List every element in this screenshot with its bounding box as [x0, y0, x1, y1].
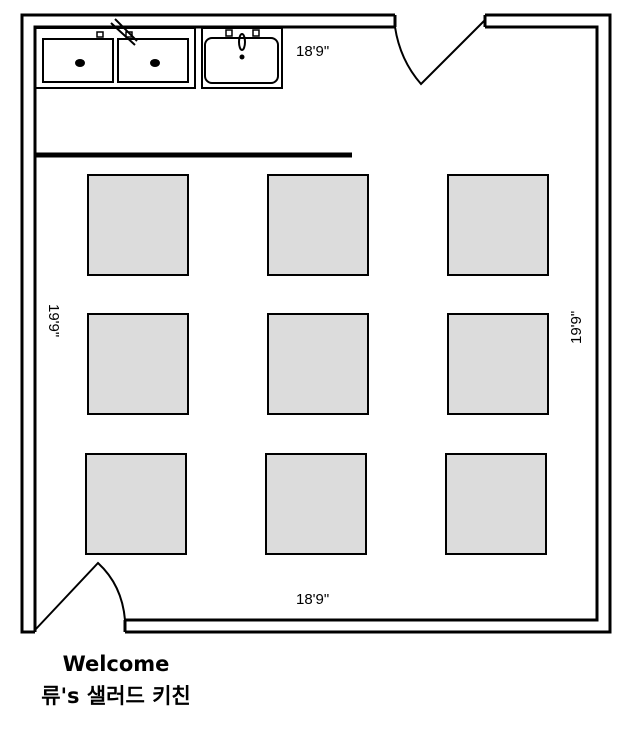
dining-table	[267, 313, 369, 415]
counter	[34, 27, 196, 89]
dining-table	[87, 313, 189, 415]
sink-basin-left	[42, 38, 114, 83]
dining-table	[447, 313, 549, 415]
faucet-icon	[238, 33, 246, 51]
dining-table	[267, 174, 369, 276]
dim-right: 19'9"	[568, 311, 585, 344]
tap-handle	[125, 31, 133, 38]
door-top[interactable]	[394, 19, 486, 86]
drain-icon	[239, 54, 245, 60]
caption-welcome: Welcome	[62, 652, 170, 676]
dining-table	[447, 174, 549, 276]
tap-handle	[252, 29, 260, 37]
caption-restaurant-name: 류's 샐러드 키친	[41, 684, 191, 708]
dim-bottom: 18'9"	[296, 591, 329, 608]
drain-icon	[150, 59, 160, 67]
dim-left: 19'9"	[45, 304, 62, 337]
dining-table	[445, 453, 547, 555]
dim-top: 18'9"	[296, 43, 329, 60]
tap-handle	[96, 31, 104, 38]
wall-outer	[20, 13, 612, 634]
dining-table	[87, 174, 189, 276]
tap-handle	[225, 29, 233, 37]
door-entrance[interactable]	[34, 561, 126, 631]
sink-basin-right	[117, 38, 189, 83]
faucet-icon	[110, 18, 138, 46]
hand-sink-basin	[204, 37, 279, 84]
dining-table	[265, 453, 367, 555]
dining-table	[85, 453, 187, 555]
drain-icon	[75, 59, 85, 67]
hand-sink-cabinet	[201, 27, 283, 89]
